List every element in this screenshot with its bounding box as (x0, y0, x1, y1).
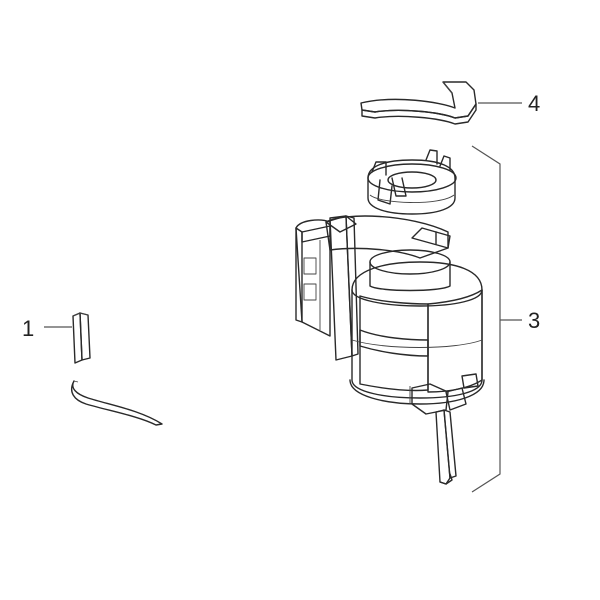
callout-label-4: 4 (528, 91, 540, 116)
callout-label-1: 1 (22, 316, 34, 341)
part-3-locking-ring (367, 149, 457, 215)
callout-label-3: 3 (528, 308, 540, 333)
part-1-clip (72, 312, 91, 364)
part-4-arc-segment (360, 81, 477, 125)
part-1-strip (70, 380, 163, 426)
bracket-3 (471, 145, 501, 493)
part-3-valve-housing (295, 215, 485, 485)
